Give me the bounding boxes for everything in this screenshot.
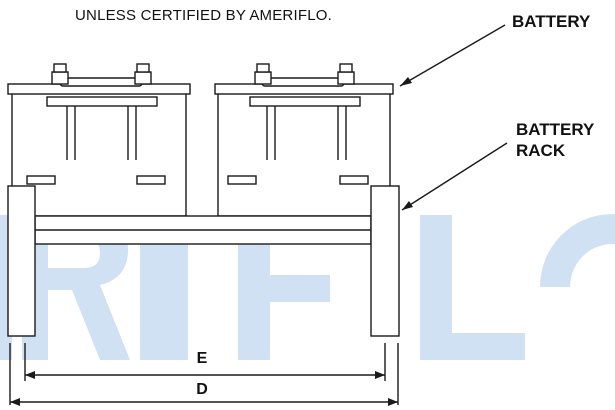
dim-d-arrow-right (388, 398, 398, 406)
dim-d-arrow-left (10, 398, 20, 406)
label-battery-rack-line-1: BATTERY (516, 120, 595, 139)
label-battery-rack-line-2: RACK (516, 141, 566, 160)
dimension-lines (9, 343, 399, 406)
dimension-d-label: D (196, 381, 208, 398)
battery-left (7, 63, 191, 217)
battery-rack (7, 185, 400, 337)
watermark (0, 214, 615, 360)
dim-e-arrow-left (25, 371, 35, 379)
label-battery: BATTERY (512, 12, 591, 31)
label-battery-rack: BATTERY RACK (516, 119, 594, 161)
dimension-e-label: E (196, 350, 208, 367)
battery-right (214, 63, 394, 217)
battery-arrowhead (400, 77, 412, 86)
leader-arrows (399, 24, 508, 211)
rack-arrowhead (402, 201, 413, 210)
certification-note: UNLESS CERTIFIED BY AMERIFLO. (75, 7, 332, 24)
dim-e-arrow-right (375, 371, 385, 379)
